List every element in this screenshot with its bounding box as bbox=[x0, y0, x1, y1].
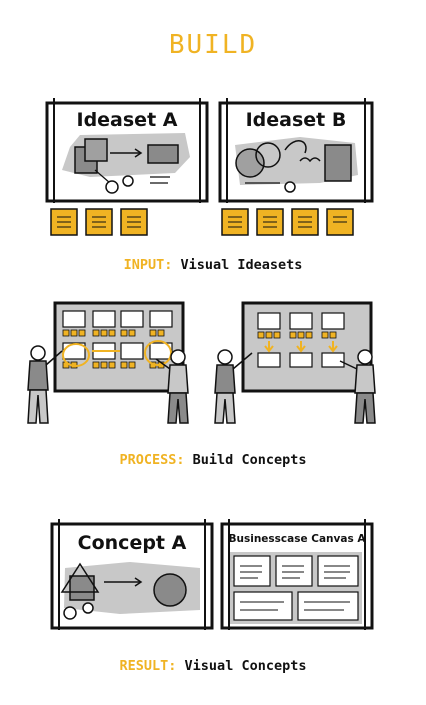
page-title: BUILD bbox=[168, 30, 258, 60]
ideaset-b-board: Ideaset B bbox=[218, 98, 374, 203]
concept-a-board: Concept A bbox=[50, 519, 214, 630]
result-caption-text: Visual Concepts bbox=[176, 658, 307, 674]
result-caption-key: RESULT: bbox=[119, 658, 177, 674]
person-left-b bbox=[155, 349, 189, 424]
ideaset-b-title: Ideaset B bbox=[246, 109, 347, 131]
process-caption-key: PROCESS: bbox=[119, 452, 185, 468]
process-board-right bbox=[241, 301, 373, 393]
businesscase-canvas-board: Businesscase Canvas A bbox=[220, 519, 374, 630]
input-caption-text: Visual Ideasets bbox=[172, 257, 303, 273]
ideaset-a-board: Ideaset A bbox=[45, 98, 209, 203]
input-caption: INPUT: Visual Ideasets bbox=[0, 257, 426, 273]
result-caption: RESULT: Visual Concepts bbox=[0, 658, 426, 674]
process-caption-text: Build Concepts bbox=[184, 452, 307, 468]
person-right-a bbox=[214, 349, 253, 424]
process-board-left bbox=[53, 301, 185, 393]
process-caption: PROCESS: Build Concepts bbox=[0, 452, 426, 468]
sticky-notes-a bbox=[50, 208, 148, 236]
result-illustration: Concept A Businesscase Canvas A bbox=[50, 519, 374, 630]
businesscase-canvas-title: Businesscase Canvas A bbox=[229, 533, 367, 545]
sticky-notes-b bbox=[221, 208, 354, 236]
person-left-a bbox=[27, 345, 63, 424]
input-illustration: Ideaset A Ideaset B bbox=[45, 98, 374, 236]
concept-a-title: Concept A bbox=[78, 532, 187, 554]
ideaset-a-title: Ideaset A bbox=[77, 109, 178, 131]
person-right-b bbox=[339, 349, 376, 424]
process-illustration bbox=[27, 301, 376, 424]
input-caption-key: INPUT: bbox=[123, 257, 173, 273]
